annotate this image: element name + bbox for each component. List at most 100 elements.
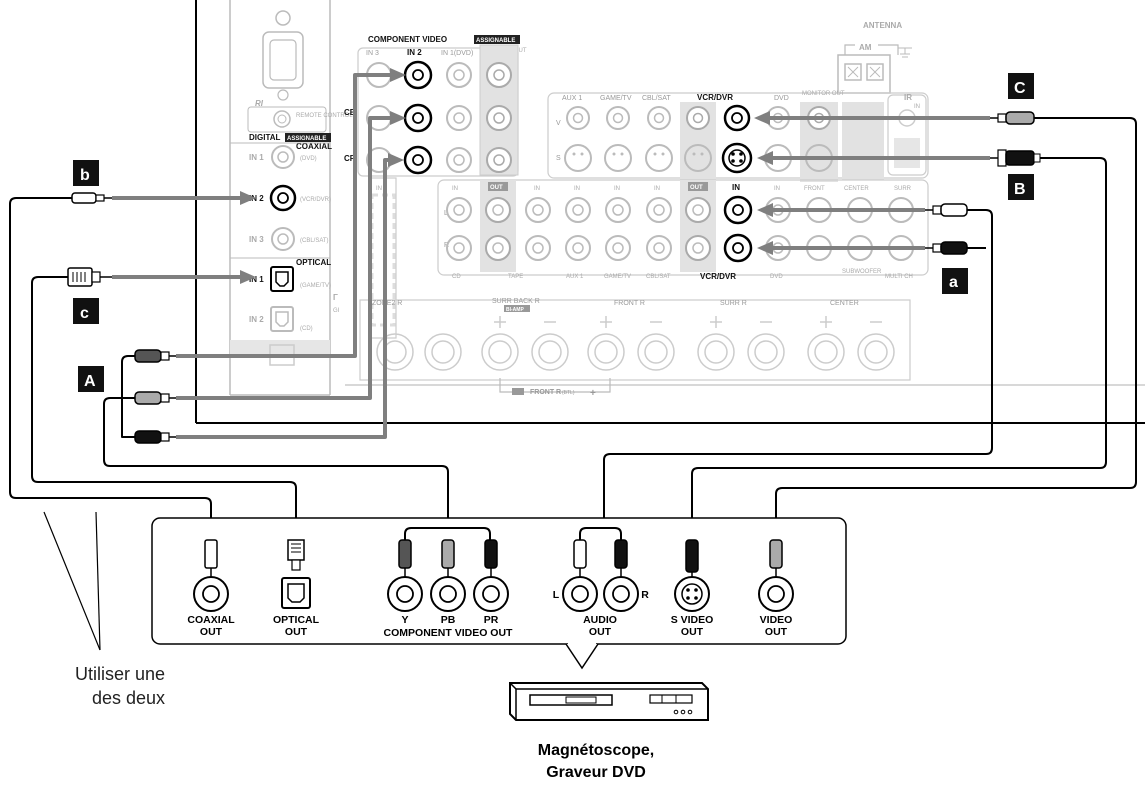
svg-text:SUBWOOFER: SUBWOOFER [842,269,882,275]
svg-text:REMOTE CONTROL: REMOTE CONTROL [296,113,353,119]
rs232-port [262,10,304,101]
svg-text:AM: AM [859,43,872,52]
svg-text:FRONT R: FRONT R [614,300,645,307]
badge-b-upper: B [1008,174,1034,200]
device-optical-out [281,539,311,609]
svg-text:OUT: OUT [200,626,223,638]
audio-inputs-section: L R IN OUT IN IN IN IN OUT IN IN FRONT C… [437,179,929,281]
svg-text:IN: IN [774,186,780,192]
vcr-dvr-audio-in-r-jack[interactable] [723,233,753,263]
svg-text:B: B [1014,181,1026,198]
component-in2-pr-jack[interactable] [403,145,433,175]
svg-text:CENTER: CENTER [830,300,859,307]
device-component-out [387,527,509,612]
badge-c-lower: c [73,298,99,324]
svg-text:(GAME/TV): (GAME/TV) [300,283,331,289]
digital-inputs-section: DIGITAL ASSIGNABLE COAXIAL IN 1 (DVD) IN… [230,133,332,366]
vcr-dvr-video-in-jack[interactable] [723,104,751,132]
component-y-plug [134,349,176,363]
component-video-title: COMPONENT VIDEO [368,35,447,44]
badge-a-upper: A [78,366,104,392]
svg-text:V: V [556,120,561,127]
svg-text:IN 2: IN 2 [407,48,422,57]
svg-text:IR: IR [904,93,912,102]
svg-text:a: a [949,274,958,291]
svg-text:CR: CR [344,154,356,163]
note-line1: Utiliser une [75,664,165,684]
svg-text:AUX 1: AUX 1 [566,274,584,280]
optical-in1-label: IN 1 [249,275,264,284]
svg-text:ANTENNA: ANTENNA [863,21,902,30]
optical-in1-jack[interactable] [270,266,294,292]
coaxial-in2-label: IN 2 [249,194,264,203]
badge-a-lower: a [942,268,968,294]
device-svideo-out [674,539,710,612]
svg-text:OUT: OUT [690,185,703,191]
svg-text:IN: IN [574,186,580,192]
badge-c-upper: C [1008,73,1034,99]
cable-routing [112,68,990,439]
svg-text:PB: PB [441,614,456,626]
svg-text:OUT: OUT [589,626,612,638]
svg-text:IN: IN [914,104,920,110]
svg-text:(DVD): (DVD) [300,156,317,162]
audio-l-plug [925,203,968,217]
svg-text:GAME/TV: GAME/TV [604,274,631,280]
badges: b c A C B a [73,73,1034,392]
component-video-jacks [366,60,512,175]
svg-text:IN: IN [614,186,620,192]
svg-text:L: L [553,589,560,601]
svg-text:CB: CB [344,108,356,117]
svg-text:(BTL): (BTL) [562,390,575,396]
svg-text:OUT: OUT [765,626,788,638]
svg-text:IN 2: IN 2 [249,315,264,324]
svg-text:S: S [556,155,561,162]
device-video-out [758,539,794,612]
svg-text:L: L [444,210,448,217]
note-line2: des deux [92,688,165,708]
optical-plug [67,267,112,287]
svideo-plug [990,149,1041,167]
svg-text:BI-AMP: BI-AMP [506,307,524,313]
antenna-section: ANTENNA AM [837,21,912,94]
left-plugs [67,192,176,444]
svg-text:COAXIAL: COAXIAL [187,614,235,626]
video-plug [990,111,1035,125]
svg-text:ASSIGNABLE: ASSIGNABLE [476,38,515,44]
svg-text:TAPE: TAPE [508,274,523,280]
svg-text:ZONE2 R: ZONE2 R [372,300,402,307]
svg-text:(VCR/DVR): (VCR/DVR) [300,197,331,203]
svg-text:PR: PR [484,614,499,626]
svg-text:ASSIGNABLE: ASSIGNABLE [287,136,326,142]
svg-text:OUT: OUT [285,626,308,638]
svg-text:C: C [1014,80,1026,97]
svg-text:FRONT: FRONT [804,186,825,192]
svg-text:Γ: Γ [333,293,338,302]
vcr-dvr-audio-in-l-jack[interactable] [723,195,753,225]
component-pb-plug [134,391,176,405]
svg-text:IN 1(DVD): IN 1(DVD) [441,50,473,57]
svg-text:IN 1: IN 1 [249,153,264,162]
vcr-dvr-svideo-in-jack[interactable] [721,142,753,174]
svg-text:IN: IN [732,183,740,192]
component-in2-y-jack[interactable] [403,60,433,90]
svg-text:OPTICAL: OPTICAL [273,614,320,626]
svg-text:OUT: OUT [681,626,704,638]
speaker-terminals: ZONE2 R SURR BACK R BI-AMP FRONT R SURR … [359,298,911,399]
svg-text:S VIDEO: S VIDEO [671,614,714,626]
svg-text:FRONT R: FRONT R [530,389,561,396]
svg-text:DVD: DVD [774,95,789,102]
coaxial-in2-jack[interactable] [269,184,297,212]
component-pr-plug [134,430,176,444]
svg-text:DVD: DVD [770,274,783,280]
device-audio-out [562,527,639,612]
svg-text:GI: GI [333,308,340,314]
component-in2-pb-jack[interactable] [403,103,433,133]
svg-text:IN: IN [452,186,458,192]
svg-text:CENTER: CENTER [844,186,869,192]
svg-text:Y: Y [401,614,408,626]
svg-text:AUX 1: AUX 1 [562,95,582,102]
svg-text:OPTICAL: OPTICAL [296,258,331,267]
svg-text:R: R [641,589,649,601]
